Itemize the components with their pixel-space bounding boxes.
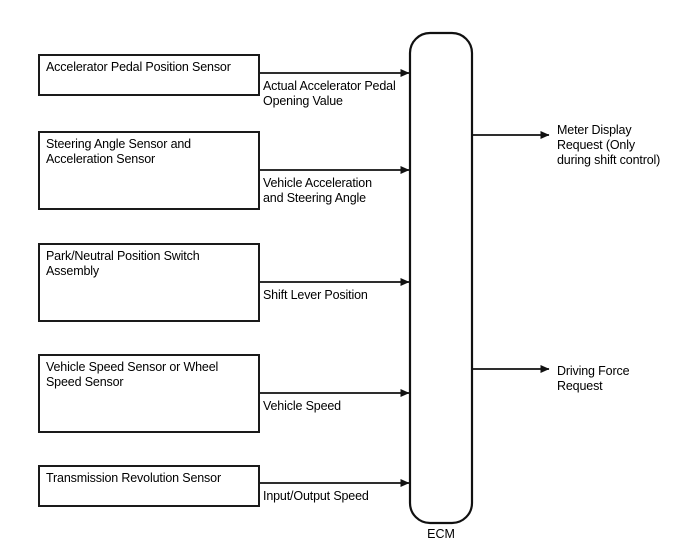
sensor-box-label-4: Vehicle Speed Sensor or Wheel Speed Sens… [46,360,219,389]
sensor-box-accelerator-pedal-position-sensor [38,54,260,96]
ecm-box [408,31,474,525]
sensor-box-vehicle-speed-or-wheel-speed-sensor [38,354,260,433]
signal-label-actual-accelerator-pedal-opening-value: Actual Accelerator Pedal Opening Value [263,79,396,108]
ecm-label: ECM [427,527,455,541]
output-label-meter-display-request: Meter Display Request (Only during shift… [557,123,661,167]
sensor-box-label-2: Steering Angle Sensor and Acceleration S… [46,137,191,166]
signal-label-vehicle-acceleration-and-steering-angle: Vehicle Acceleration and Steering Angle [263,176,372,205]
sensor-box-park-neutral-position-switch-assembly [38,243,260,322]
sensor-box-transmission-revolution-sensor [38,465,260,507]
signal-label-shift-lever-position: Shift Lever Position [263,288,368,302]
sensor-box-label-3: Park/Neutral Position Switch Assembly [46,249,200,278]
sensor-box-label-1: Accelerator Pedal Position Sensor [46,60,231,74]
sensor-box-steering-angle-acceleration-sensor [38,131,260,210]
signal-label-input-output-speed: Input/Output Speed [263,489,369,503]
output-label-driving-force-request: Driving Force Request [557,364,630,393]
signal-label-vehicle-speed: Vehicle Speed [263,399,341,413]
sensor-box-label-5: Transmission Revolution Sensor [46,471,221,485]
